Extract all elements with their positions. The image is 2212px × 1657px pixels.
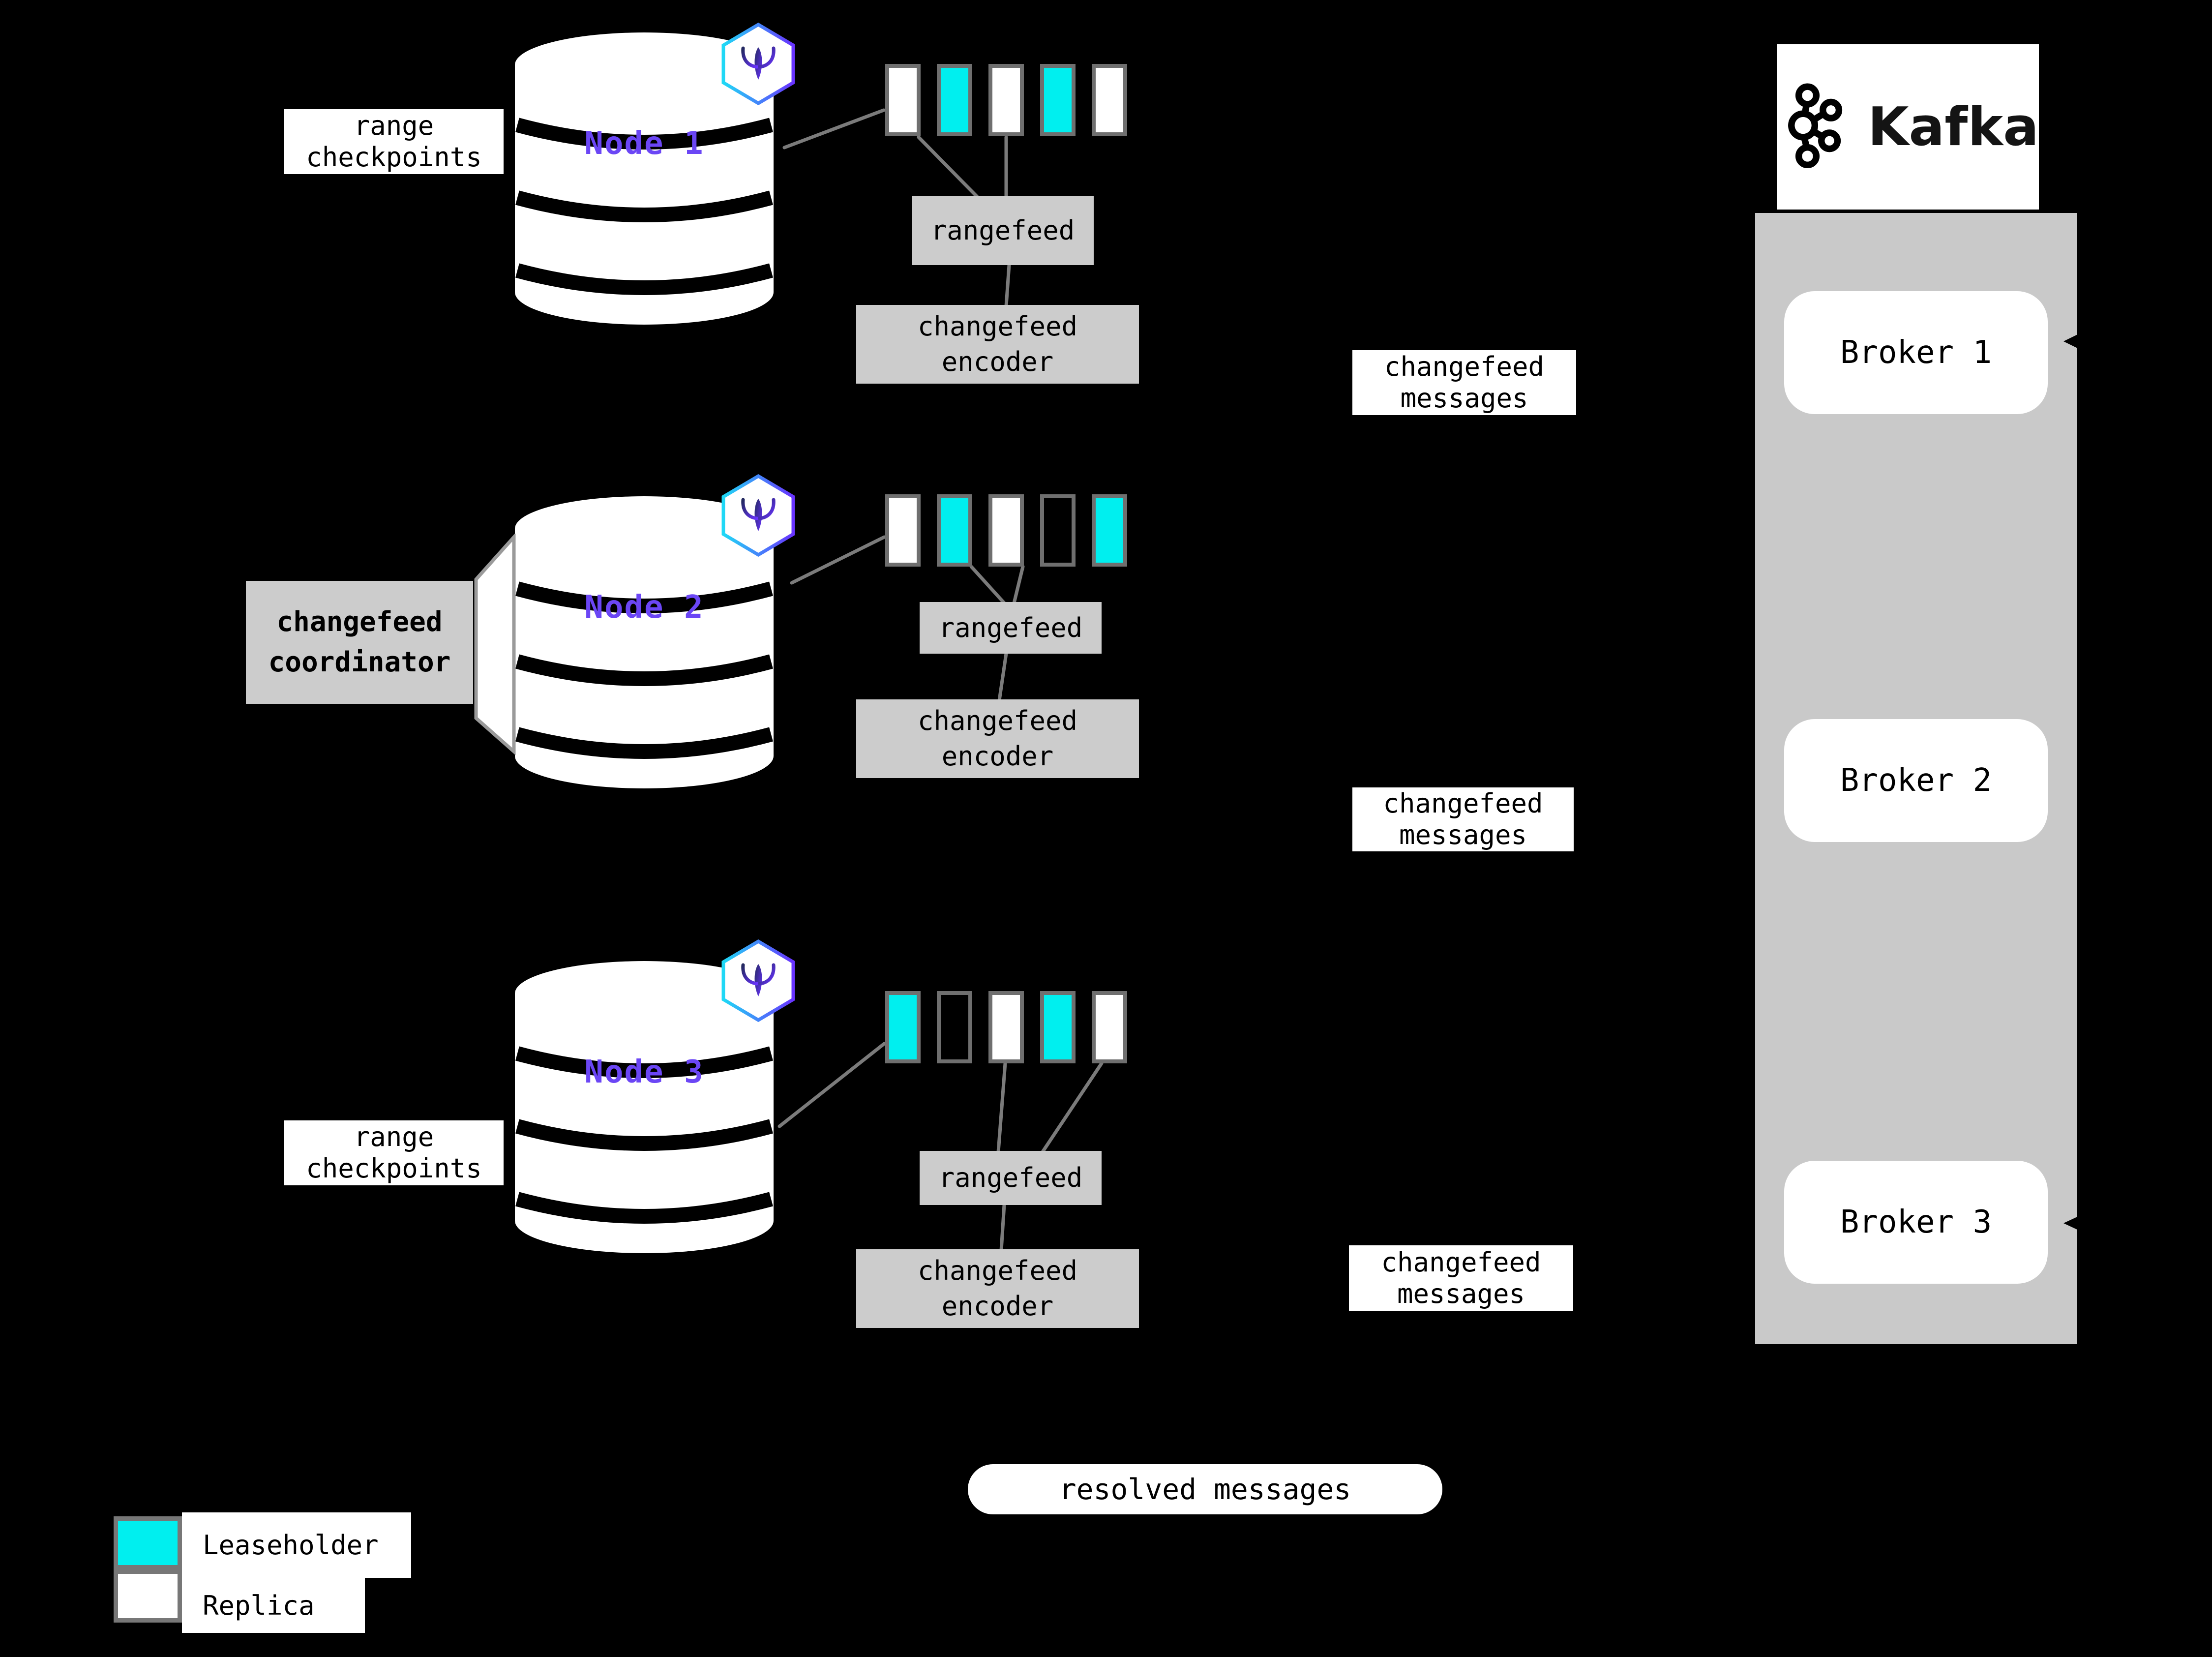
range-block — [1092, 64, 1127, 136]
cockroachdb-hexagon-icon — [721, 474, 795, 557]
range-block — [1092, 991, 1127, 1063]
range-block — [988, 494, 1024, 567]
changefeed-messages-label-1: changefeed messages — [1352, 350, 1576, 415]
kafka-circles-icon — [1788, 83, 1843, 169]
legend-leaseholder-label: Leaseholder — [182, 1512, 411, 1578]
broker-1: Broker 1 — [1784, 291, 2048, 414]
changefeed-encoder-box-3: changefeed encoder — [856, 1249, 1139, 1328]
resolved-messages-pill: resolved messages — [968, 1464, 1442, 1514]
range-block — [885, 494, 921, 567]
kafka-wordmark: Kafka — [1867, 96, 2039, 158]
changefeed-coordinator-box: changefeed coordinator — [246, 581, 473, 704]
range-block — [937, 64, 972, 136]
node3-cylinder — [515, 961, 774, 1253]
range-block — [1040, 494, 1076, 567]
cockroachdb-hexagon-icon — [721, 939, 795, 1022]
range-block — [937, 494, 972, 567]
range-block — [885, 991, 921, 1063]
node3-label: Node 3 — [584, 1054, 704, 1090]
changefeed-messages-label-3: changefeed messages — [1349, 1245, 1573, 1311]
node2-label: Node 2 — [584, 589, 704, 626]
range-block — [988, 64, 1024, 136]
broker-3: Broker 3 — [1784, 1161, 2048, 1284]
range-block — [1040, 991, 1076, 1063]
range-block — [937, 991, 972, 1063]
broker-2: Broker 2 — [1784, 719, 2048, 842]
legend-replica-label: Replica — [182, 1578, 365, 1633]
changefeed-encoder-box-1: changefeed encoder — [856, 305, 1139, 384]
cockroachdb-hexagon-icon — [721, 23, 795, 105]
range-block — [1092, 494, 1127, 567]
range-checkpoints-label-3: range checkpoints — [284, 1120, 504, 1185]
node2-cylinder — [515, 496, 774, 788]
range-block — [885, 64, 921, 136]
range-checkpoints-label-1: range checkpoints — [284, 109, 504, 174]
kafka-logo-box: Kafka — [1777, 44, 2039, 210]
range-block — [988, 991, 1024, 1063]
rangefeed-box-3: rangefeed — [920, 1151, 1102, 1205]
changefeed-encoder-box-2: changefeed encoder — [856, 699, 1139, 778]
node1-label: Node 1 — [584, 125, 704, 162]
changefeed-messages-label-2: changefeed messages — [1352, 787, 1574, 851]
legend-replica-swatch — [114, 1569, 182, 1623]
coordinator-pennant — [474, 534, 516, 755]
rangefeed-box-1: rangefeed — [912, 196, 1094, 265]
legend-leaseholder-swatch — [114, 1516, 182, 1569]
range-block — [1040, 64, 1076, 136]
rangefeed-box-2: rangefeed — [920, 602, 1102, 654]
node1-cylinder — [515, 32, 774, 325]
